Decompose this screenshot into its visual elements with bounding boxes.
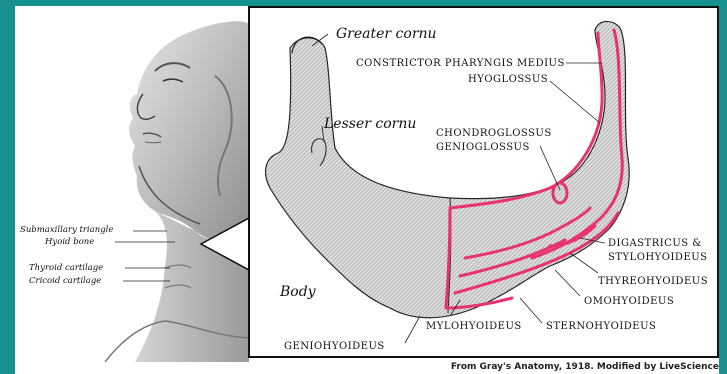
label-greater-cornu: Greater cornu xyxy=(336,26,437,42)
label-geniohyoideus: Geniohyoideus xyxy=(284,341,385,352)
label-submaxillary-triangle: Submaxillary triangle xyxy=(20,225,113,235)
label-cricoid-cartilage: Cricoid cartilage xyxy=(29,276,101,286)
label-sternohyoideus: Sternohyoideus xyxy=(546,321,656,332)
hyoid-diagram-panel: Greater cornu Lesser cornu Body Constric… xyxy=(248,6,719,358)
teal-border-right xyxy=(719,0,727,374)
label-thyroid-cartilage: Thyroid cartilage xyxy=(29,263,103,273)
label-thyreohyoideus: Thyreohyoideus xyxy=(598,276,708,287)
label-genioglossus: Genioglossus xyxy=(436,142,530,153)
label-stylohyoideus: Stylohyoideus xyxy=(608,252,708,263)
label-mylohyoideus: Mylohyoideus xyxy=(426,321,522,332)
label-constrictor-pharyngis-medius: Constrictor Pharyngis Medius xyxy=(356,58,565,69)
head-neck-illustration xyxy=(15,6,249,362)
label-lesser-cornu: Lesser cornu xyxy=(324,116,416,132)
label-digastricus: Digastricus & xyxy=(608,238,702,249)
teal-border-left xyxy=(0,0,15,374)
head-neck-panel: Submaxillary triangle Hyoid bone Thyroid… xyxy=(15,6,249,362)
label-body: Body xyxy=(280,284,316,300)
label-omohyoideus: Omohyoideus xyxy=(584,296,674,307)
image-credit: From Gray's Anatomy, 1918. Modified by L… xyxy=(451,362,719,372)
label-chondroglossus: Chondroglossus xyxy=(436,128,552,139)
label-hyoglossus: Hyoglossus xyxy=(468,74,548,85)
label-hyoid-bone: Hyoid bone xyxy=(45,237,94,247)
